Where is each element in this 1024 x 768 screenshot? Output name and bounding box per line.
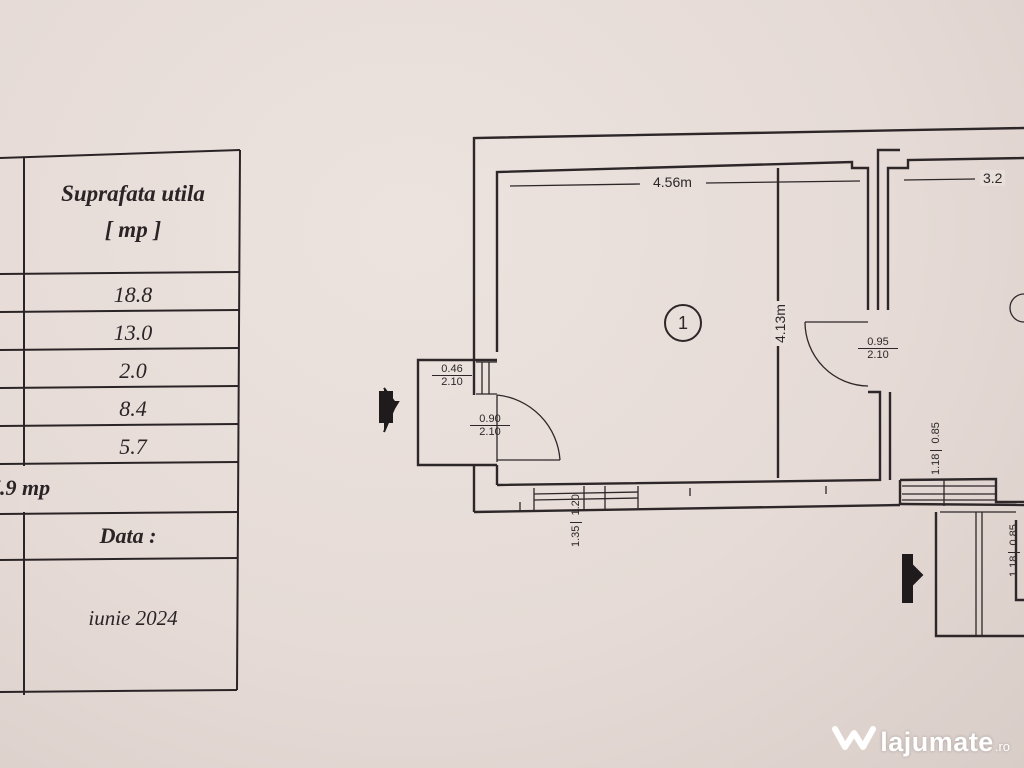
- table-row-value: 2.0: [119, 358, 147, 383]
- door-width: 0.90: [470, 413, 510, 426]
- table-row-value: 18.8: [113, 282, 153, 307]
- table-row-value: 5.7: [119, 434, 147, 459]
- door-height: 2.10: [479, 426, 501, 438]
- window-lower-right-dimension: 1.18 0.85: [1008, 524, 1020, 578]
- total-area: 77.9 mp: [0, 475, 51, 500]
- room-width-dimension: 4.56m: [650, 174, 695, 190]
- door-width: 0.46: [432, 363, 472, 376]
- entrance-arrow-icon: [902, 554, 924, 603]
- door-entrance-dimension: 0.90 2.10: [470, 413, 510, 438]
- room-height-dimension: 4.13m: [772, 301, 788, 346]
- room-number-1: 1: [664, 304, 702, 342]
- table-grid: [0, 149, 241, 695]
- area-table: Suprafata utila [ mp ] 18.8 13.0 2.0 8.4…: [0, 0, 250, 700]
- door-interior-dimension: 0.95 2.10: [858, 336, 898, 361]
- lajumate-watermark: lajumate .ro: [832, 721, 1010, 758]
- door-small-dimension: 0.46 2.10: [432, 363, 472, 388]
- window-width: 1.35: [570, 521, 582, 548]
- entrance-arrow-icon: [379, 387, 400, 433]
- table-header-line1: Suprafata utila: [61, 181, 205, 206]
- table-row-value: 13.0: [113, 320, 153, 345]
- table-row-value: 8.4: [119, 396, 147, 421]
- window-left-dimension: 1.35 1.20: [570, 494, 582, 548]
- date-label: Data :: [99, 523, 157, 548]
- window-height: 0.85: [930, 422, 942, 444]
- table-header-line2: [ mp ]: [104, 217, 162, 242]
- door-height: 2.10: [441, 376, 463, 388]
- watermark-name: lajumate: [880, 727, 994, 757]
- next-room-width-dimension: 3.2: [980, 170, 1006, 186]
- door-width: 0.95: [858, 336, 898, 349]
- window-height: 1.20: [570, 494, 582, 516]
- window-right-dimension: 1.18 0.85: [930, 422, 942, 476]
- door-height: 2.10: [867, 349, 889, 361]
- date-value: iunie 2024: [88, 606, 178, 630]
- lajumate-logo-icon: [832, 726, 877, 750]
- window-width: 1.18: [1008, 551, 1020, 578]
- window-height: 0.85: [1008, 524, 1020, 546]
- watermark-tld: .ro: [994, 739, 1010, 754]
- window-width: 1.18: [930, 449, 942, 476]
